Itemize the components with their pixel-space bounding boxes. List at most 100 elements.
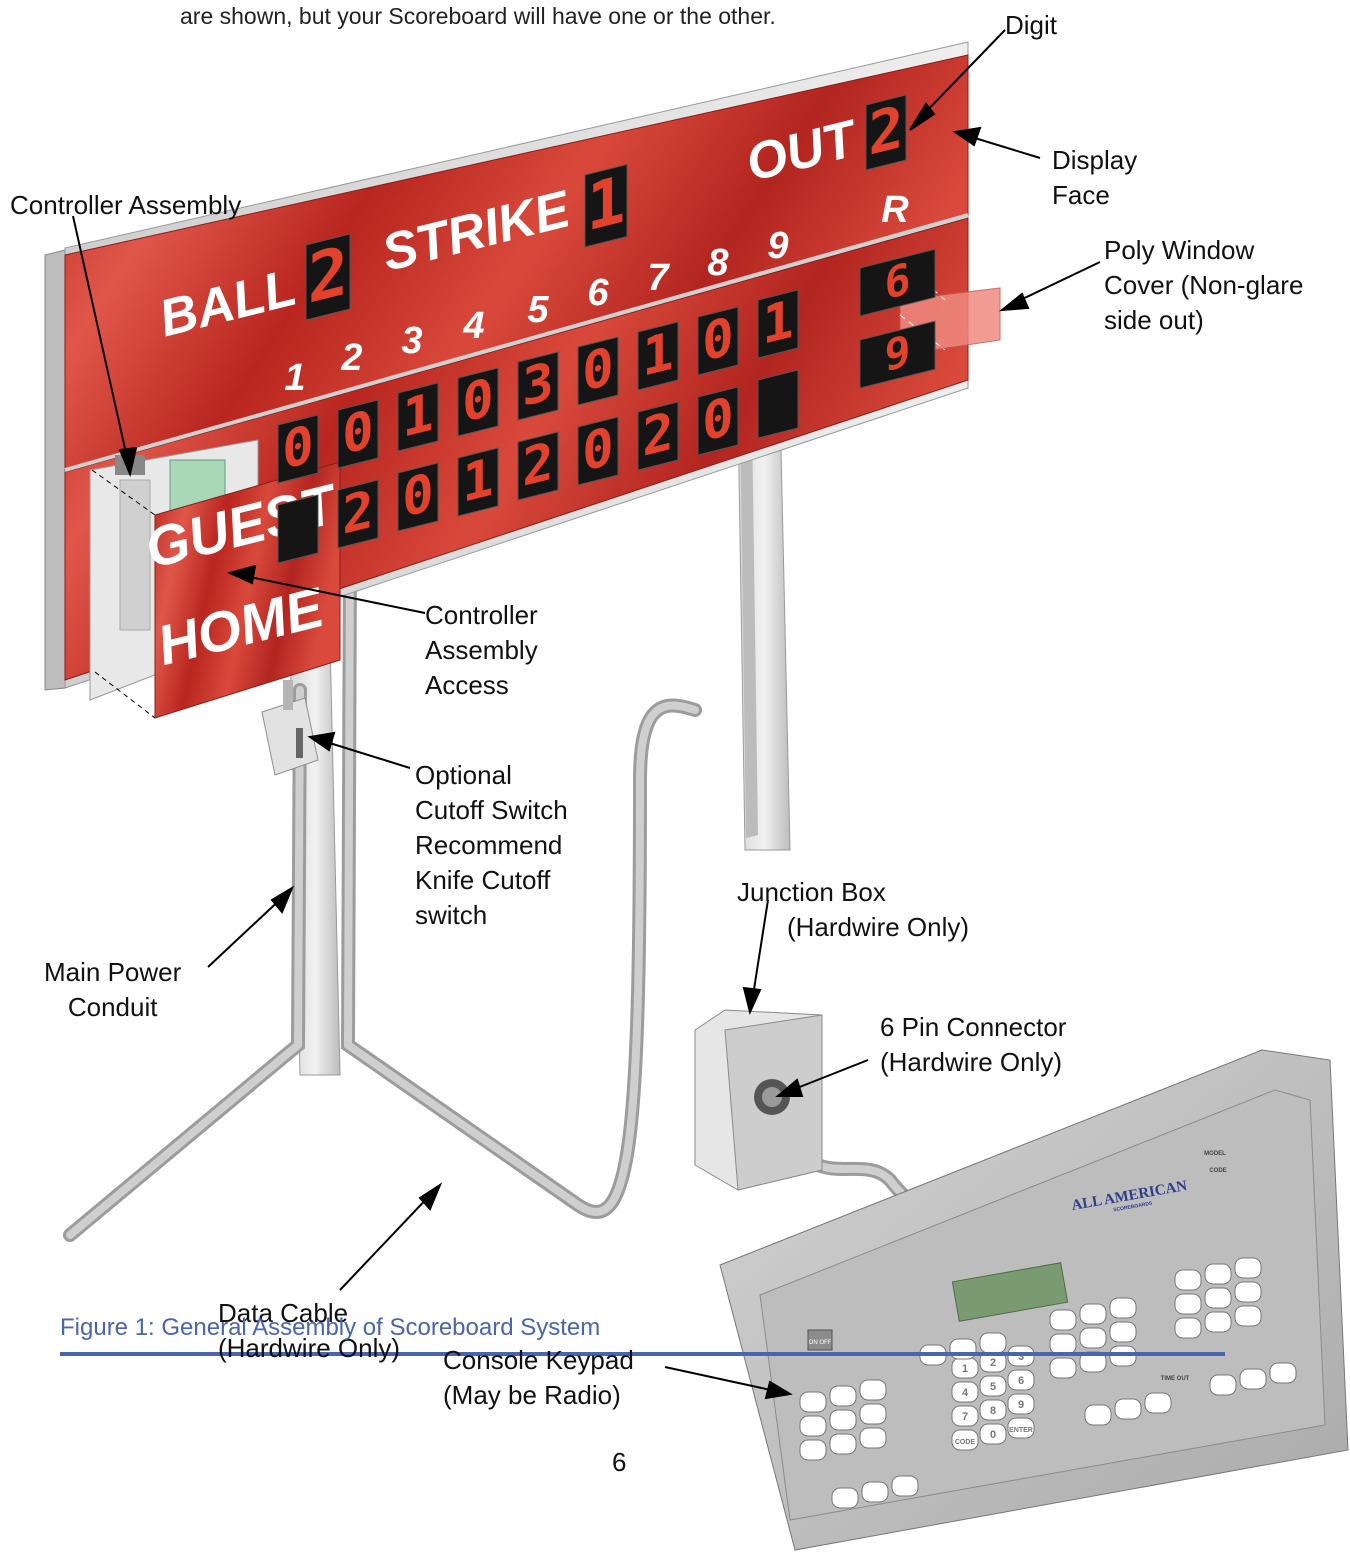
leader-poly-window: [1002, 262, 1100, 310]
digit-home-inning: 1: [458, 447, 498, 516]
callout-line: Console Keypad: [443, 1343, 634, 1378]
digit-value: 2: [342, 479, 373, 547]
callout-controller-access: Controller Assembly Access: [425, 598, 538, 703]
digit-guest-inning: 0: [458, 367, 498, 436]
console-key: [862, 1482, 888, 1502]
callout-line: Main Power: [44, 955, 181, 990]
digit-home-inning: 2: [638, 401, 678, 470]
key-label: 5: [990, 1381, 996, 1393]
digit-home-inning: 2: [518, 431, 558, 500]
digit-guest-inning: 0: [578, 336, 618, 405]
intro-text: are shown, but your Scoreboard will have…: [180, 3, 776, 30]
digit-value: 2: [642, 401, 673, 469]
digit-guest-inning: 1: [398, 382, 438, 451]
console-key: [832, 1488, 858, 1508]
callout-line: Digit: [1005, 8, 1057, 43]
digit-value: 1: [402, 382, 433, 450]
figure-caption: Figure 1: General Assembly of Scoreboard…: [60, 1314, 600, 1342]
console-key: [1235, 1306, 1261, 1326]
console-key: [860, 1428, 886, 1448]
key-label: 8: [990, 1405, 996, 1417]
digit-value: 0: [702, 386, 733, 454]
console-key: [1050, 1310, 1076, 1330]
key-label: 0: [990, 1429, 996, 1441]
console-key: [860, 1404, 886, 1424]
key-label: 1: [962, 1363, 968, 1375]
key-label: 9: [1018, 1399, 1024, 1411]
console-key: [1175, 1294, 1201, 1314]
callout-junction-box: Junction Box (Hardwire Only): [737, 875, 969, 945]
key-label: ENTER: [1009, 1427, 1033, 1434]
callout-line: Access: [425, 668, 538, 703]
page-number: 6: [612, 1447, 626, 1478]
callout-line: side out): [1104, 303, 1303, 338]
inning-number: 5: [527, 289, 549, 331]
console-key: [980, 1333, 1006, 1353]
digit-guest-inning: 3: [518, 351, 558, 420]
digit-value: 0: [342, 399, 373, 467]
on-off-label: ON OFF: [809, 1340, 832, 1346]
console-key: [800, 1392, 826, 1412]
digit-strike: 1: [585, 161, 627, 247]
console-key: [1235, 1282, 1261, 1302]
callout-line: (Hardwire Only): [880, 1045, 1066, 1080]
callout-line: Cover (Non-glare: [1104, 268, 1303, 303]
console-key: [830, 1386, 856, 1406]
callout-line: Controller: [425, 598, 538, 633]
digit-value: 2: [522, 431, 553, 499]
digit-home-inning: 0: [698, 386, 738, 455]
code-label: CODE: [1209, 1168, 1226, 1174]
inning-number: 7: [647, 257, 670, 299]
digit-guest-inning: 0: [698, 306, 738, 375]
callout-line: Recommend: [415, 828, 568, 863]
digit-out: 2: [866, 93, 906, 170]
time-out-label: TIME OUT: [1161, 1376, 1190, 1382]
inning-number: 6: [587, 272, 609, 314]
inning-number: 2: [340, 337, 362, 379]
leader-data-cable: [340, 1185, 440, 1290]
callout-line: Poly Window: [1104, 233, 1303, 268]
model-label: MODEL: [1204, 1151, 1226, 1157]
callout-line: Optional: [415, 758, 568, 793]
console-key: [892, 1476, 918, 1496]
inning-number: 8: [707, 242, 729, 284]
console-key: [1240, 1369, 1266, 1389]
digit-home-inning: 0: [398, 462, 438, 531]
key-label: 4: [962, 1387, 969, 1399]
console-key: [830, 1434, 856, 1454]
console-key: [1205, 1288, 1231, 1308]
digit-home-inning: 0: [578, 416, 618, 485]
callout-line: Face: [1052, 178, 1137, 213]
console-key: [1145, 1393, 1171, 1413]
callout-pin-connector: 6 Pin Connector (Hardwire Only): [880, 1010, 1066, 1080]
console-key: [1080, 1304, 1106, 1324]
callout-main-power: Main Power Conduit: [44, 955, 181, 1025]
digit-value: 0: [582, 336, 613, 404]
console-key: [830, 1410, 856, 1430]
callout-line: switch: [415, 898, 568, 933]
digit-guest-inning: 0: [278, 414, 318, 483]
console-key: [800, 1416, 826, 1436]
digit-value: 0: [402, 462, 433, 530]
console-key: [1050, 1334, 1076, 1354]
console-key: [1115, 1399, 1141, 1419]
digit-home-inning: [758, 370, 798, 438]
inning-number: 9: [767, 225, 788, 267]
digit-guest-inning: 0: [338, 399, 378, 468]
console-key: [1085, 1405, 1111, 1425]
console-key: [800, 1440, 826, 1460]
callout-console-keypad: Console Keypad (May be Radio): [443, 1343, 634, 1413]
console-key: [1205, 1264, 1231, 1284]
digit-value: 9: [884, 325, 910, 382]
label-runs: R: [881, 189, 909, 231]
inning-number: 3: [401, 320, 422, 362]
digit-value: 3: [522, 351, 553, 419]
digit-value: 1: [462, 447, 493, 515]
callout-line: Junction Box: [737, 875, 969, 910]
console-key: [1235, 1258, 1261, 1278]
callout-line: Assembly: [425, 633, 538, 668]
digit-value: 1: [642, 321, 673, 389]
console-key: [1175, 1270, 1201, 1290]
console-key: [1205, 1312, 1231, 1332]
console-key: [1175, 1318, 1201, 1338]
